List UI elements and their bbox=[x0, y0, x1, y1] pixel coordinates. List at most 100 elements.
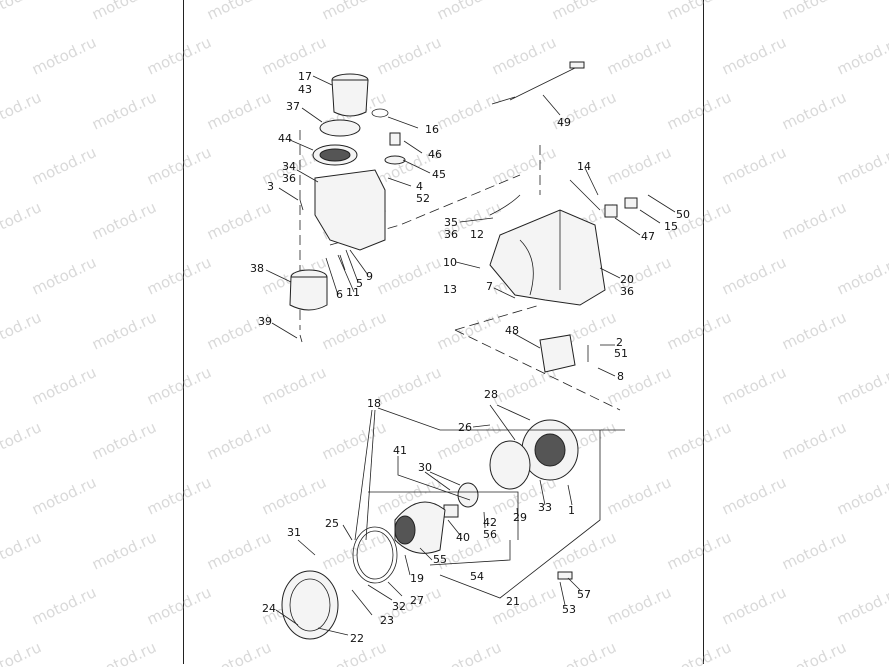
callout-number: 13 bbox=[443, 283, 457, 296]
watermark-text: motod.ru bbox=[779, 418, 849, 463]
watermark-text: motod.ru bbox=[204, 418, 274, 463]
watermark-text: motod.ru bbox=[144, 253, 214, 298]
watermark-text: motod.ru bbox=[374, 253, 444, 298]
watermark-text: motod.ru bbox=[89, 308, 159, 353]
watermark-text: motod.ru bbox=[489, 33, 559, 78]
callout-number: 36 bbox=[620, 285, 634, 298]
watermark-text: motod.ru bbox=[319, 528, 389, 573]
watermark-text: motod.ru bbox=[779, 198, 849, 243]
callout-number: 32 bbox=[392, 600, 406, 613]
trim-ring-part bbox=[352, 526, 398, 584]
callout-number: 31 bbox=[287, 526, 301, 539]
callout-number: 17 bbox=[298, 70, 312, 83]
callout-number: 9 bbox=[366, 270, 373, 283]
main-housing-part bbox=[489, 209, 606, 306]
callout-number: 3 bbox=[267, 180, 274, 193]
callout-number: 25 bbox=[325, 517, 339, 530]
watermark-text: motod.ru bbox=[319, 308, 389, 353]
watermark-text: motod.ru bbox=[434, 0, 504, 24]
callout-number: 1 bbox=[568, 504, 575, 517]
callout-number: 2 bbox=[616, 336, 623, 349]
callout-number: 36 bbox=[282, 172, 296, 185]
watermark-text: motod.ru bbox=[29, 363, 99, 408]
watermark-text: motod.ru bbox=[89, 638, 159, 667]
callout-number: 20 bbox=[620, 273, 634, 286]
watermark-text: motod.ru bbox=[144, 583, 214, 628]
callout-number: 46 bbox=[428, 148, 442, 161]
callout-number: 33 bbox=[538, 501, 552, 514]
watermark-text: motod.ru bbox=[144, 473, 214, 518]
callout-number: 10 bbox=[443, 256, 457, 269]
switch-part bbox=[604, 204, 618, 218]
callout-number: 7 bbox=[486, 280, 493, 293]
watermark-text: motod.ru bbox=[29, 473, 99, 518]
watermark-text: motod.ru bbox=[664, 418, 734, 463]
watermark-text: motod.ru bbox=[779, 0, 849, 24]
callout-number: 53 bbox=[562, 603, 576, 616]
watermark-text: motod.ru bbox=[489, 143, 559, 188]
watermark-text: motod.ru bbox=[0, 88, 44, 133]
watermark-text: motod.ru bbox=[604, 33, 674, 78]
callout-number: 44 bbox=[278, 132, 292, 145]
watermark-text: motod.ru bbox=[29, 143, 99, 188]
callout-number: 29 bbox=[513, 511, 527, 524]
watermark-text: motod.ru bbox=[779, 638, 849, 667]
clip-part bbox=[624, 197, 638, 209]
watermark-text: motod.ru bbox=[204, 0, 274, 24]
small-bracket-part bbox=[389, 132, 401, 146]
watermark-text: motod.ru bbox=[604, 473, 674, 518]
watermark-text: motod.ru bbox=[719, 583, 789, 628]
watermark-text: motod.ru bbox=[549, 0, 619, 24]
watermark-text: motod.ru bbox=[0, 418, 44, 463]
cover-part bbox=[489, 440, 531, 490]
socket-part bbox=[457, 482, 479, 508]
outer-bezel-part bbox=[281, 570, 339, 640]
watermark-text: motod.ru bbox=[834, 473, 889, 518]
callout-number: 19 bbox=[410, 572, 424, 585]
parts-drawing bbox=[265, 61, 676, 640]
watermark-text: motod.ru bbox=[144, 33, 214, 78]
watermark-text: motod.ru bbox=[29, 583, 99, 628]
watermark-text: motod.ru bbox=[29, 33, 99, 78]
wire-12 bbox=[489, 194, 521, 216]
callout-number: 11 bbox=[346, 286, 360, 299]
watermark-text: motod.ru bbox=[604, 363, 674, 408]
callout-number: 22 bbox=[350, 632, 364, 645]
watermark-text: motod.ru bbox=[0, 0, 44, 24]
watermark-text: motod.ru bbox=[779, 88, 849, 133]
watermark-text: motod.ru bbox=[144, 143, 214, 188]
callout-number: 14 bbox=[577, 160, 591, 173]
watermark-text: motod.ru bbox=[719, 33, 789, 78]
watermark-text: motod.ru bbox=[89, 0, 159, 24]
watermark-text: motod.ru bbox=[604, 143, 674, 188]
watermark-text: motod.ru bbox=[719, 143, 789, 188]
callout-number: 39 bbox=[258, 315, 272, 328]
washer-part bbox=[384, 155, 406, 165]
callout-number: 40 bbox=[456, 531, 470, 544]
cable-part bbox=[509, 67, 576, 101]
callout-number: 52 bbox=[416, 192, 430, 205]
callout-number: 41 bbox=[393, 444, 407, 457]
watermark-text: motod.ru bbox=[89, 198, 159, 243]
cable-connector bbox=[569, 61, 585, 69]
callout-number: 5 bbox=[356, 277, 363, 290]
callout-number: 43 bbox=[298, 83, 312, 96]
watermark-text: motod.ru bbox=[89, 528, 159, 573]
watermark-text: motod.ru bbox=[664, 638, 734, 667]
callout-number: 56 bbox=[483, 528, 497, 541]
watermark-text: motod.ru bbox=[664, 0, 734, 24]
callout-number: 21 bbox=[506, 595, 520, 608]
watermark-text: motod.ru bbox=[0, 308, 44, 353]
watermark-text: motod.ru bbox=[779, 528, 849, 573]
screw-3 bbox=[299, 199, 304, 211]
callout-number: 15 bbox=[664, 220, 678, 233]
callout-number: 47 bbox=[641, 230, 655, 243]
screw-5 bbox=[339, 254, 346, 271]
screw-39 bbox=[299, 334, 303, 343]
watermark-text: motod.ru bbox=[664, 528, 734, 573]
callout-number: 28 bbox=[484, 388, 498, 401]
callout-number: 30 bbox=[418, 461, 432, 474]
callout-number: 36 bbox=[444, 228, 458, 241]
